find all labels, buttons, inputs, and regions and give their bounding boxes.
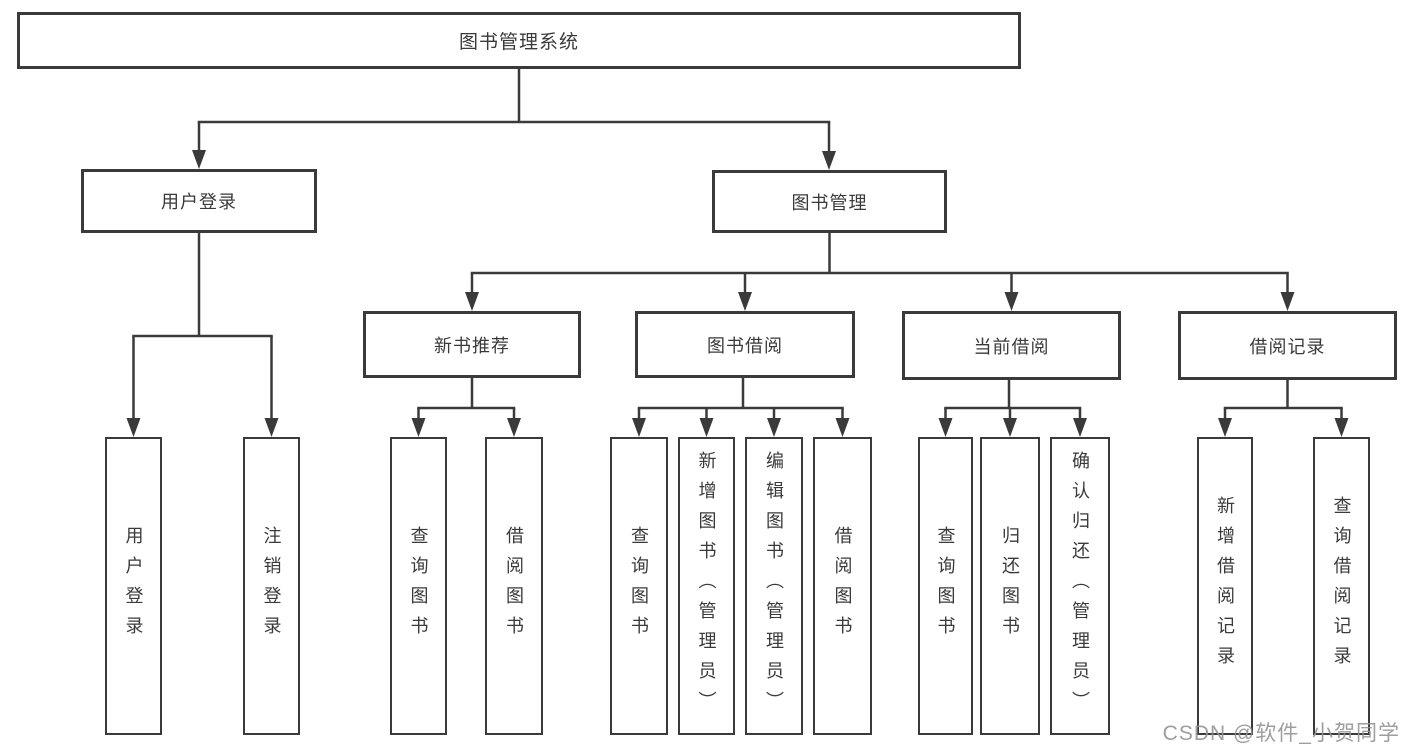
node-root-label: 图书管理系统: [458, 32, 579, 53]
leaf-recommend-query-books-label: 查询图书: [408, 526, 429, 646]
node-book-borrow: 图书借阅: [635, 311, 855, 378]
leaf-user-login: 用户登录: [105, 437, 162, 735]
leaf-add-books-admin: 新增图书（管理员）: [678, 437, 735, 735]
csdn-watermark: CSDN @软件_小贺同学: [1162, 722, 1400, 745]
leaf-borrow-query-books: 查询图书: [610, 437, 668, 735]
leaf-recommend-borrow-books: 借阅图书: [485, 437, 543, 735]
leaf-user-login-label: 用户登录: [123, 526, 144, 646]
leaf-edit-books-admin: 编辑图书（管理员）: [745, 437, 803, 735]
node-root-library-system: 图书管理系统: [17, 12, 1021, 69]
leaf-return-books-label: 归还图书: [1000, 526, 1020, 646]
leaf-add-books-admin-label: 新增图书（管理员）: [696, 451, 717, 721]
node-book-management: 图书管理: [712, 170, 947, 233]
node-book-management-label: 图书管理: [791, 192, 868, 213]
leaf-logout-label: 注销登录: [261, 526, 282, 646]
leaf-recommend-borrow-books-label: 借阅图书: [504, 526, 524, 646]
node-current-borrow-label: 当前借阅: [973, 336, 1050, 357]
node-borrow-record: 借阅记录: [1178, 311, 1397, 380]
node-user-login-label: 用户登录: [161, 192, 237, 212]
leaf-confirm-return-admin-label: 确认归还（管理员）: [1070, 451, 1090, 721]
leaf-borrow-books: 借阅图书: [813, 437, 872, 735]
leaf-borrow-books-label: 借阅图书: [832, 526, 853, 646]
leaf-return-books: 归还图书: [980, 437, 1040, 735]
leaf-current-query-books-label: 查询图书: [935, 526, 956, 646]
node-new-book-recommend-label: 新书推荐: [434, 335, 510, 356]
leaf-recommend-query-books: 查询图书: [390, 437, 447, 735]
node-book-borrow-label: 图书借阅: [707, 335, 783, 356]
leaf-current-query-books: 查询图书: [918, 437, 973, 735]
node-borrow-record-label: 借阅记录: [1249, 336, 1326, 357]
leaf-edit-books-admin-label: 编辑图书（管理员）: [764, 451, 784, 721]
leaf-add-borrow-record-label: 新增借阅记录: [1215, 496, 1235, 676]
leaf-query-borrow-record: 查询借阅记录: [1313, 437, 1370, 735]
node-current-borrow: 当前借阅: [902, 311, 1121, 380]
node-new-book-recommend: 新书推荐: [363, 311, 581, 378]
leaf-borrow-query-books-label: 查询图书: [629, 526, 649, 646]
leaf-logout: 注销登录: [243, 437, 300, 735]
leaf-query-borrow-record-label: 查询借阅记录: [1331, 496, 1352, 676]
leaf-add-borrow-record: 新增借阅记录: [1197, 437, 1253, 735]
leaf-confirm-return-admin: 确认归还（管理员）: [1050, 437, 1110, 735]
node-user-login: 用户登录: [81, 169, 317, 233]
